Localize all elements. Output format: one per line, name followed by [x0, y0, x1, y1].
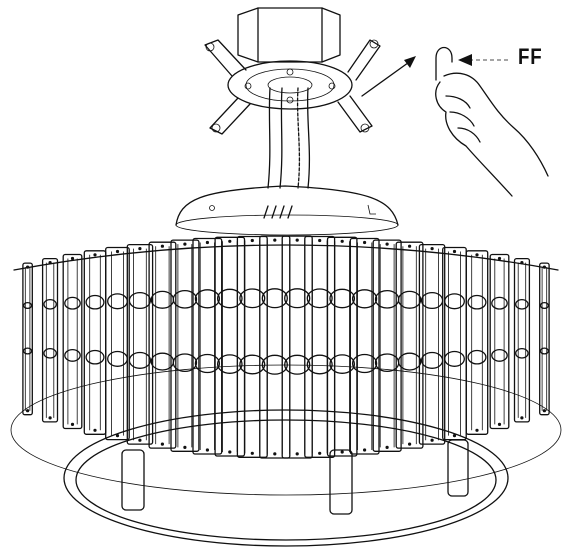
crystal-column: [22, 262, 33, 416]
crystal-column: [83, 250, 107, 435]
inner-bulbs: [121, 439, 469, 515]
crystal-column: [304, 235, 336, 458]
ceiling-canopy: [237, 7, 341, 63]
wire-hook: [435, 46, 453, 81]
mounting-bracket: [204, 39, 381, 135]
crystal-column: [372, 239, 402, 452]
vent-slots: [263, 205, 293, 219]
crystal-column: [170, 239, 200, 452]
crystal-column: [513, 257, 531, 423]
crystal-drum: [13, 235, 559, 459]
callout-label-ff: FF: [518, 44, 543, 69]
crystal-column: [349, 237, 380, 455]
crystal-column: [192, 237, 223, 455]
crystal-column: [259, 235, 291, 459]
crystal-column: [442, 246, 467, 441]
crystal-column: [126, 243, 154, 445]
hand: [435, 72, 549, 197]
crystal-column: [236, 235, 268, 458]
crystal-column: [489, 253, 510, 430]
pointer-arrow: [361, 56, 416, 97]
crystal-column: [281, 235, 313, 459]
bottom-ring: [10, 364, 562, 547]
callout-arrow: [458, 54, 508, 66]
suspension-wires: [267, 87, 311, 189]
crystal-column: [326, 236, 358, 457]
crystal-column: [539, 262, 550, 416]
crystal-column: [465, 250, 489, 435]
crystal-column: [105, 246, 130, 441]
crystal-column: [395, 241, 424, 449]
crystal-column: [148, 241, 177, 449]
crystal-column: [41, 257, 59, 423]
fixture-canopy: [175, 185, 399, 236]
crystal-column: [62, 253, 83, 430]
